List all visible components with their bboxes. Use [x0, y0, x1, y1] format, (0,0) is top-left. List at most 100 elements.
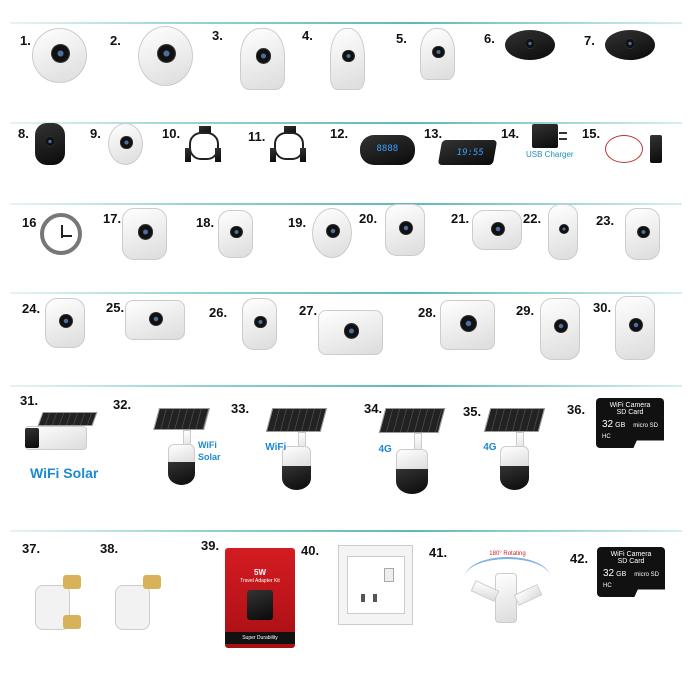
diy-module-camera-icon	[605, 135, 665, 165]
connector	[300, 148, 306, 162]
cable	[274, 132, 304, 160]
lens-icon	[637, 225, 650, 238]
socket-face	[347, 556, 405, 614]
item-number: 9.	[90, 126, 101, 141]
item-number: 1.	[20, 33, 31, 48]
item-number: 8.	[18, 126, 29, 141]
connector	[215, 148, 221, 162]
section-divider	[10, 385, 682, 387]
item-number: 31.	[20, 393, 39, 408]
sd-subtitle: SD Card	[616, 409, 644, 416]
solar-ptz-camera-icon: 4G	[480, 408, 545, 493]
cable-adapter-icon	[185, 126, 225, 168]
item-number: 23.	[596, 213, 615, 228]
ptz-indoor-camera-icon	[218, 210, 253, 258]
adapter-block	[284, 126, 296, 134]
desk-clock-camera-icon: 19:55	[437, 140, 498, 165]
item-number: 28.	[418, 305, 437, 320]
module-board	[650, 135, 662, 163]
bracket-icon	[495, 573, 517, 623]
capacity-unit: GB	[615, 422, 626, 429]
sd-title: WiFi Camera	[609, 402, 651, 409]
item-number: 42.	[570, 551, 589, 566]
clock-display: 19:55	[455, 147, 485, 158]
panoramic-ceiling-camera-icon	[138, 26, 193, 86]
capacity-unit: GB	[616, 571, 627, 578]
solar-panel-icon	[265, 408, 327, 432]
mini-ring-camera-icon	[108, 123, 143, 165]
section-divider	[10, 203, 682, 205]
box-watts: 5W	[254, 568, 266, 577]
item-number: 41.	[429, 545, 448, 560]
fisheye-ceiling-camera-icon	[32, 28, 87, 83]
bullet-camera-icon	[318, 310, 383, 355]
item-number: 30.	[593, 300, 612, 315]
lens-icon	[50, 43, 71, 64]
item-number: 20.	[359, 211, 378, 226]
item-number: 5.	[396, 31, 407, 46]
rotation-arc	[465, 557, 550, 597]
lens-icon	[558, 223, 570, 235]
lens-icon	[59, 314, 73, 328]
lens-icon	[459, 314, 478, 333]
bulb-ptz-camera-icon	[420, 28, 455, 80]
item-number: 14.	[501, 126, 520, 141]
lens-icon	[432, 45, 445, 58]
ptz-indoor-camera-icon	[45, 298, 85, 348]
lens-icon	[230, 225, 243, 239]
camera-label: 4G	[378, 444, 392, 455]
ptz-ball	[281, 465, 311, 490]
ptz-ball	[499, 465, 529, 490]
clock-display: 8888	[376, 144, 399, 154]
lens-icon	[399, 220, 413, 235]
bulb-camera-icon	[240, 28, 285, 90]
connector	[185, 148, 191, 162]
capacity: 32	[602, 419, 614, 430]
ptz-head	[168, 444, 195, 464]
wall-socket-icon	[338, 545, 413, 625]
outdoor-ptz-camera-icon	[540, 298, 580, 360]
lens-icon	[326, 224, 340, 238]
item-number: 26.	[209, 305, 228, 320]
box-footer: Super Durability	[225, 632, 295, 644]
section-divider	[10, 22, 682, 24]
item-number: 29.	[516, 303, 535, 318]
cable-adapter-icon	[270, 126, 310, 168]
ptz-indoor-camera-icon	[385, 204, 425, 256]
solar-bullet-camera-icon	[25, 412, 100, 462]
section-divider	[10, 292, 682, 294]
box-title: Travel Adapter Kit	[240, 578, 280, 584]
item-number: 40.	[301, 543, 320, 558]
bullet-camera-icon	[440, 300, 495, 350]
wifi-solar-label: WiFi Solar	[30, 465, 99, 481]
socket-pin	[361, 594, 365, 602]
item-number: 11.	[248, 129, 266, 144]
outdoor-ptz-camera-icon	[615, 296, 655, 360]
lens-icon	[254, 315, 267, 328]
ptz-head	[499, 446, 529, 468]
solar-panel-icon	[37, 412, 98, 426]
ptz-ball	[168, 462, 195, 485]
cable	[189, 132, 219, 160]
lens-icon	[554, 319, 568, 333]
item-number: 12.	[330, 126, 349, 141]
item-number: 22.	[523, 211, 542, 226]
item-number: 15.	[582, 126, 601, 141]
ptz-ball	[396, 469, 428, 495]
usb-charger-label: USB Charger	[526, 150, 574, 159]
item-number: 21.	[451, 211, 470, 226]
charger-body	[532, 124, 558, 148]
wall-mount-camera-icon	[472, 210, 522, 250]
mini-magnetic-camera-icon	[505, 30, 555, 60]
socket-cap	[143, 575, 161, 589]
bullet-camera-icon	[125, 300, 185, 340]
adapter-block	[199, 126, 211, 134]
socket-cap	[63, 615, 81, 629]
rotation-label: 180° Rotating	[489, 551, 526, 557]
lens-icon	[120, 136, 133, 149]
wall-mount-bracket-icon: 180° Rotating	[460, 551, 555, 630]
